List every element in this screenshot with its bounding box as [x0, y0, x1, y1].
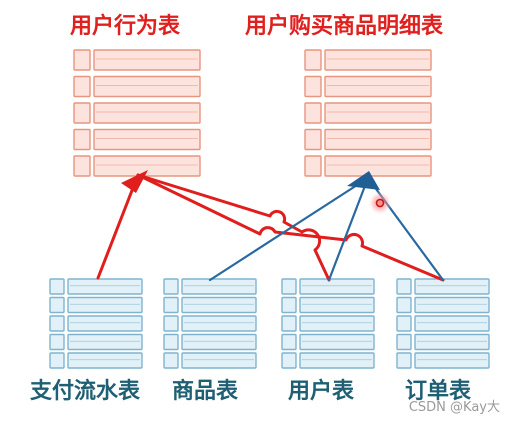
table-key-cell	[281, 315, 297, 332]
label-user-table: 用户表	[288, 379, 355, 404]
table-key-cell	[304, 102, 322, 124]
arrowhead-blue	[347, 171, 380, 190]
table-row	[93, 75, 201, 98]
table-row	[299, 333, 375, 351]
table-row	[181, 296, 257, 314]
table-key-cell	[73, 128, 91, 151]
table-row	[414, 333, 490, 351]
table-key-cell	[73, 49, 91, 71]
label-user-behavior-table: 用户行为表	[70, 14, 181, 39]
product-table-icon	[163, 278, 257, 369]
table-key-cell	[396, 296, 412, 314]
user-table-icon	[281, 278, 375, 369]
label-payment-flow-table: 支付流水表	[30, 379, 141, 404]
table-row	[414, 296, 490, 314]
table-key-cell	[281, 352, 297, 369]
table-row	[93, 128, 201, 151]
table-key-cell	[163, 333, 179, 351]
table-key-cell	[49, 352, 65, 369]
table-key-cell	[163, 296, 179, 314]
table-row	[67, 333, 143, 351]
table-row	[414, 278, 490, 295]
table-row	[324, 75, 432, 98]
cursor-ring-icon	[375, 198, 385, 208]
table-row	[414, 352, 490, 369]
order-table-icon	[396, 278, 490, 369]
user-purchase-detail-table-icon	[304, 49, 432, 177]
user-behavior-table-icon	[73, 49, 201, 177]
table-key-cell	[163, 278, 179, 295]
table-key-cell	[163, 315, 179, 332]
table-row	[299, 278, 375, 295]
arrowhead-red	[121, 170, 148, 193]
label-user-purchase-detail-table: 用户购买商品明细表	[245, 14, 444, 39]
table-key-cell	[281, 296, 297, 314]
table-row	[414, 315, 490, 332]
table-key-cell	[396, 278, 412, 295]
table-key-cell	[49, 278, 65, 295]
payment-flow-table-icon	[49, 278, 143, 369]
table-row	[93, 155, 201, 177]
table-key-cell	[396, 315, 412, 332]
table-row	[324, 102, 432, 124]
table-row	[93, 49, 201, 71]
table-row	[181, 333, 257, 351]
arrow-product-to-purchase	[208, 176, 370, 282]
table-row	[299, 315, 375, 332]
label-order-table: 订单表	[405, 379, 472, 404]
table-row	[67, 278, 143, 295]
arrow-user-to-purchase	[327, 176, 370, 282]
table-key-cell	[73, 155, 91, 177]
table-key-cell	[49, 296, 65, 314]
table-row	[181, 315, 257, 332]
table-row	[181, 278, 257, 295]
table-key-cell	[304, 155, 322, 177]
table-key-cell	[49, 315, 65, 332]
table-key-cell	[304, 128, 322, 151]
table-key-cell	[281, 278, 297, 295]
table-row	[324, 49, 432, 71]
table-key-cell	[73, 102, 91, 124]
table-row	[324, 155, 432, 177]
table-key-cell	[73, 75, 91, 98]
table-key-cell	[304, 49, 322, 71]
table-row	[67, 296, 143, 314]
table-key-cell	[281, 333, 297, 351]
table-key-cell	[396, 352, 412, 369]
arrow-order-to-behavior	[136, 173, 445, 282]
watermark: CSDN @Kay大	[408, 400, 500, 415]
table-key-cell	[304, 75, 322, 98]
table-key-cell	[163, 352, 179, 369]
table-key-cell	[49, 333, 65, 351]
table-row	[299, 352, 375, 369]
cursor-highlight-icon	[368, 191, 392, 215]
table-row	[93, 102, 201, 124]
table-key-cell	[396, 333, 412, 351]
arrow-user-to-behavior	[136, 173, 331, 282]
table-row	[181, 352, 257, 369]
table-row	[299, 296, 375, 314]
table-row	[324, 128, 432, 151]
table-row	[67, 352, 143, 369]
table-row	[67, 315, 143, 332]
arrow-payment-to-behavior	[96, 173, 140, 280]
label-product-table: 商品表	[172, 379, 239, 404]
